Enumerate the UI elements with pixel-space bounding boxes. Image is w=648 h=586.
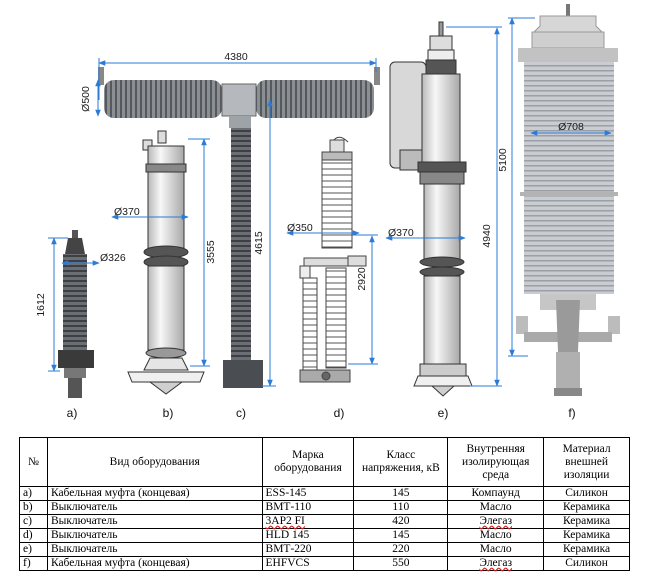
row-number: b)	[19, 500, 48, 515]
row-voltage: 220	[353, 542, 449, 557]
row-medium: Элегаз	[447, 556, 545, 571]
row-voltage: 145	[353, 486, 449, 501]
row-voltage: 550	[353, 556, 449, 571]
row-material: Силикон	[543, 556, 630, 571]
row-material: Керамика	[543, 542, 630, 557]
panel-label-a: a)	[67, 406, 78, 420]
table-row: d) Выключатель HLD 145 145 Масло Керамик…	[19, 528, 630, 543]
panel-label-d: d)	[334, 406, 345, 420]
header-equipment-type: Вид оборудования	[46, 437, 263, 487]
row-type: Выключатель	[46, 500, 263, 515]
row-medium: Масло	[447, 500, 545, 515]
row-brand: ESS-145	[261, 486, 355, 501]
dim-b-height: 3555	[205, 240, 217, 264]
equipment-table: № Вид оборудования Марка оборудования Кл…	[19, 437, 630, 571]
device-f	[516, 4, 620, 396]
device-a	[58, 230, 94, 398]
row-voltage: 420	[353, 514, 449, 529]
header-internal-medium: Внутренняя изолирующая среда	[447, 437, 545, 487]
row-type: Выключатель	[46, 542, 263, 557]
device-d	[299, 136, 367, 383]
header-equipment-brand: Марка оборудования	[261, 437, 355, 487]
row-number: e)	[19, 542, 48, 557]
row-voltage: 145	[353, 528, 449, 543]
dim-e-height: 4940	[481, 224, 493, 248]
device-c	[98, 67, 380, 388]
row-material: Керамика	[543, 514, 630, 529]
device-b	[127, 130, 205, 395]
table-row: e) Выключатель ВМТ-220 220 Масло Керамик…	[19, 542, 630, 557]
dim-a-height: 1612	[35, 293, 47, 317]
row-material: Силикон	[543, 486, 630, 501]
row-number: f)	[19, 556, 48, 571]
dim-f-height: 5100	[497, 148, 509, 172]
row-medium: Элегаз	[447, 514, 545, 529]
header-voltage-class: Класс напряжения, кВ	[353, 437, 449, 487]
row-brand: EHFVCS	[261, 556, 355, 571]
row-number: c)	[19, 514, 48, 529]
dim-b-diam: Ø370	[114, 206, 140, 218]
dim-d-diam: Ø350	[287, 222, 313, 234]
header-external-material: Материал внешней изоляции	[543, 437, 630, 487]
row-medium: Масло	[447, 528, 545, 543]
row-brand: ВМТ-220	[261, 542, 355, 557]
table-row: a) Кабельная муфта (концевая) ESS-145 14…	[19, 486, 630, 501]
row-type: Кабельная муфта (концевая)	[46, 486, 263, 501]
row-type: Кабельная муфта (концевая)	[46, 556, 263, 571]
row-brand: 3AP2 FI	[261, 514, 355, 529]
device-e	[389, 21, 473, 397]
row-number: a)	[19, 486, 48, 501]
panel-label-c: c)	[236, 406, 246, 420]
dim-c-diam: Ø500	[80, 86, 92, 112]
table-row: c) Выключатель 3AP2 FI 420 Элегаз Керами…	[19, 514, 630, 529]
panel-label-b: b)	[163, 406, 174, 420]
table-row: f) Кабельная муфта (концевая) EHFVCS 550…	[19, 556, 630, 571]
dim-c-height: 4615	[253, 231, 265, 255]
equipment-figure: 1612 Ø326 Ø370 3555 4380 Ø500 4615	[35, 4, 620, 420]
row-material: Керамика	[543, 528, 630, 543]
header-number: №	[19, 437, 48, 487]
dim-d-height: 2920	[356, 267, 368, 291]
row-medium: Компаунд	[447, 486, 545, 501]
dim-f-diam: Ø708	[558, 121, 584, 133]
table-row: b) Выключатель ВМТ-110 110 Масло Керамик…	[19, 500, 630, 515]
panel-label-f: f)	[568, 406, 575, 420]
row-type: Выключатель	[46, 528, 263, 543]
row-voltage: 110	[353, 500, 449, 515]
dim-e-diam: Ø370	[388, 227, 414, 239]
row-material: Керамика	[543, 500, 630, 515]
row-brand: ВМТ-110	[261, 500, 355, 515]
table-header-row: № Вид оборудования Марка оборудования Кл…	[19, 437, 630, 487]
dim-a-diam: Ø326	[100, 252, 126, 264]
panel-label-e: e)	[438, 406, 449, 420]
row-brand: HLD 145	[261, 528, 355, 543]
row-number: d)	[19, 528, 48, 543]
row-type: Выключатель	[46, 514, 263, 529]
row-medium: Масло	[447, 542, 545, 557]
dim-c-width: 4380	[224, 51, 248, 63]
